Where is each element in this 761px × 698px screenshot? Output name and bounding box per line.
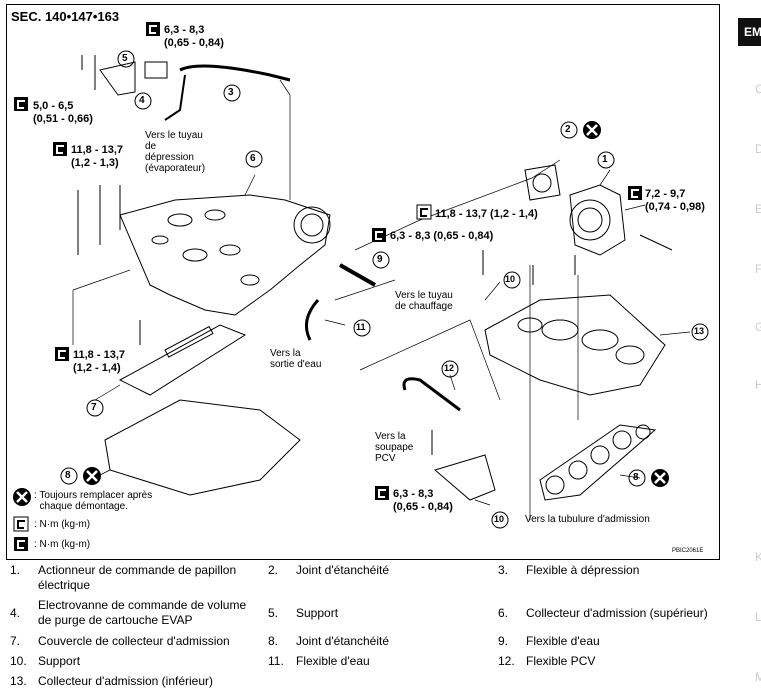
gasket-2-drawing	[524, 164, 561, 201]
part-name: Support	[38, 654, 81, 668]
part-number: 12.	[498, 654, 515, 668]
sidebar-mark: M	[755, 670, 761, 684]
lower-collector-drawing	[484, 294, 666, 396]
part-name: Flexible à dépression	[526, 563, 640, 577]
legend-nm-1: : N·m (kg-m)	[34, 519, 91, 530]
part-number: 2.	[268, 563, 279, 577]
part-name: Actionneur de commande de papillon élect…	[38, 563, 237, 592]
upper-collector-drawing	[119, 194, 331, 316]
collector-cover-drawing	[118, 324, 247, 396]
part-number: 5.	[268, 606, 279, 620]
sidebar-mark: F	[755, 262, 761, 276]
part-name: Joint d'étanchéité	[296, 634, 390, 648]
torque-spec-5: 11,8 - 13,7 (1,2 - 1,4)	[435, 208, 538, 220]
callout-circles	[60, 50, 709, 529]
label-vacuum-pipe: Vers le tuyau de dépression (évaporateur…	[145, 130, 206, 174]
torque-spec-2: 5,0 - 6,5 (0,51 - 0,66)	[33, 100, 93, 125]
callout-13: 13	[694, 326, 705, 336]
callout-12: 12	[444, 363, 455, 373]
part-number: 1.	[10, 563, 21, 577]
torque-icons	[13, 22, 642, 551]
part-name: Joint d'étanchéité	[296, 563, 390, 577]
sidebar-mark: K	[755, 550, 761, 564]
gasket-left-drawing	[104, 399, 301, 496]
part-name: Collecteur d'admission (inférieur)	[38, 674, 214, 688]
label-water-outlet: Vers la sortie d'eau	[270, 348, 322, 370]
callout-2: 2	[565, 124, 571, 135]
callout-10-upper: 10	[505, 274, 516, 284]
part-number: 4.	[10, 606, 21, 620]
part-number: 13.	[10, 674, 27, 688]
part-name: Electrovanne de commande de volume de pu…	[38, 598, 247, 627]
part-number: 10.	[10, 654, 27, 668]
callout-8-left: 8	[65, 470, 71, 481]
sidebar-mark: H	[755, 378, 761, 392]
torque-spec-1: 6,3 - 8,3 (0,65 - 0,84)	[164, 24, 224, 49]
torque-spec-8: 6,3 - 8,3 (0,65 - 0,84)	[393, 488, 453, 513]
torque-spec-4: 11,8 - 13,7 (1,2 - 1,4)	[73, 349, 125, 374]
diagram-frame	[6, 4, 720, 560]
section-title: SEC. 140•147•163	[11, 9, 120, 24]
label-intake-manifold: Vers la tubulure d'admission	[525, 514, 650, 525]
part-number: 7.	[10, 634, 21, 648]
gasket-right-drawing	[539, 424, 657, 501]
part-number: 9.	[498, 634, 509, 648]
replace-markers	[13, 121, 669, 506]
part-name: Couvercle de collecteur d'admission	[38, 634, 230, 648]
part-name: Collecteur d'admission (supérieur)	[526, 606, 708, 620]
label-heater-pipe: Vers le tuyau de chauffage	[395, 290, 453, 312]
part-number: 6.	[498, 606, 509, 620]
callout-3: 3	[228, 87, 234, 98]
part-name: Flexible PCV	[526, 654, 596, 668]
sidebar-mark: G	[755, 320, 761, 334]
sidebar-mark: C	[755, 82, 761, 96]
callout-9: 9	[377, 254, 383, 265]
legend-replace: : Toujours remplacer après chaque démont…	[34, 490, 153, 512]
callout-4: 4	[139, 95, 145, 106]
reference-code: PBIC2061E	[672, 548, 704, 554]
callout-7: 7	[91, 402, 97, 413]
part-number: 11.	[268, 654, 284, 668]
torque-spec-6: 6,3 - 8,3 (0,65 - 0,84)	[390, 230, 494, 242]
torque-spec-7: 7,2 - 9,7 (0,74 - 0,98)	[645, 188, 705, 213]
legend-nm-2: : N·m (kg-m)	[34, 539, 91, 550]
part-name: Support	[296, 606, 339, 620]
sidebar-mark: L	[755, 610, 761, 624]
part-name: Flexible d'eau	[296, 654, 370, 668]
callout-11: 11	[356, 322, 366, 332]
callout-8-right: 8	[633, 472, 639, 483]
exploded-diagram	[13, 22, 709, 551]
sidebar-mark: E	[755, 202, 761, 216]
label-pcv-valve: Vers la soupape PCV	[375, 431, 414, 464]
part-name: Flexible d'eau	[526, 634, 600, 648]
sidebar-tab[interactable]: EM	[738, 18, 761, 46]
part-number: 8.	[268, 634, 279, 648]
part-number: 3.	[498, 563, 509, 577]
sidebar-mark: D	[755, 142, 761, 156]
callout-1: 1	[602, 154, 608, 165]
callout-10-lower: 10	[494, 514, 505, 524]
callout-5: 5	[122, 53, 128, 64]
callout-6: 6	[250, 153, 256, 164]
torque-spec-3: 11,8 - 13,7 (1,2 - 1,3)	[71, 144, 123, 169]
